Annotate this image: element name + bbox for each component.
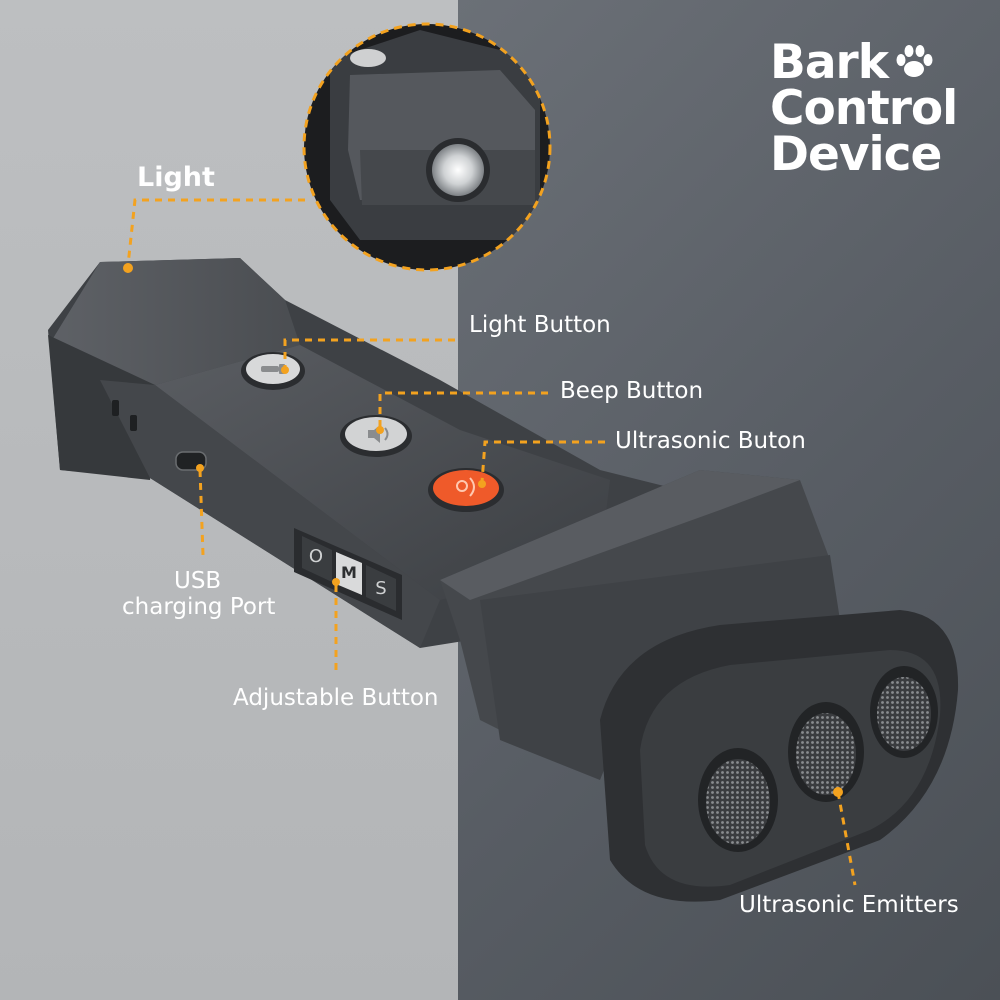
title-line-1: Bark — [770, 39, 957, 86]
leader-lines — [126, 198, 857, 886]
label-light: Light — [137, 162, 215, 193]
label-adjustable-button: Adjustable Button — [233, 685, 439, 711]
leader-line-light — [126, 198, 305, 266]
label-usb-line-2: charging Port — [122, 594, 276, 620]
label-beep-button: Beep Button — [560, 378, 704, 404]
flashlight-lens — [432, 144, 484, 196]
page-title: Bark Control Device — [770, 39, 958, 182]
ultrasonic-emitter-3 — [870, 666, 938, 758]
switch-label-m: M — [341, 563, 357, 582]
switch-label-o: O — [309, 546, 323, 567]
light-button[interactable] — [241, 352, 305, 390]
beep-button[interactable] — [340, 415, 412, 457]
ultrasonic-button[interactable] — [428, 468, 504, 512]
ultrasonic-emitter-2 — [788, 702, 864, 802]
title-line-3: Device — [770, 127, 942, 182]
leader-dots — [123, 263, 843, 797]
paw-icon — [896, 45, 933, 77]
light-zoom-inset — [302, 22, 552, 272]
adjustable-switch[interactable]: O M S — [294, 528, 402, 620]
vent-slot — [112, 400, 119, 416]
label-usb-line-1: USB — [174, 568, 222, 594]
label-ultrasonic-emitters: Ultrasonic Emitters — [739, 892, 959, 918]
ultrasonic-wave-icon — [456, 477, 475, 497]
label-light-button: Light Button — [469, 312, 611, 338]
ultrasonic-emitter-1 — [698, 748, 778, 852]
title-line-2: Control — [770, 81, 958, 136]
label-ultrasonic-button: Ultrasonic Buton — [615, 428, 806, 454]
vent-slot — [130, 415, 137, 431]
switch-label-s: S — [375, 578, 386, 599]
